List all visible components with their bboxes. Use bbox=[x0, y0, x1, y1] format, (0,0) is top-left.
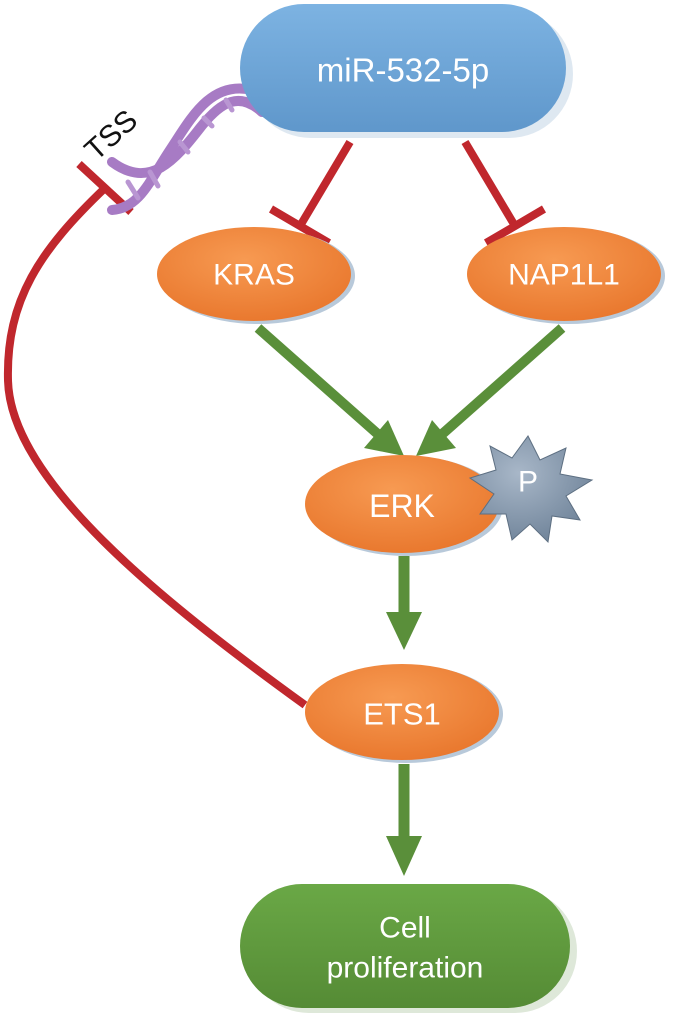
ets1-label: ETS1 bbox=[363, 697, 441, 732]
erk-label: ERK bbox=[369, 488, 435, 524]
activation-ets1-proliferation bbox=[386, 764, 422, 876]
nap1l1-node: NAP1L1 bbox=[467, 227, 665, 324]
cell-proliferation-label-line2: proliferation bbox=[327, 952, 484, 985]
kras-label: KRAS bbox=[213, 259, 295, 292]
cell-proliferation-node: Cell proliferation bbox=[240, 884, 577, 1013]
dna-helix-icon bbox=[107, 83, 267, 215]
activation-nap1l1-erk bbox=[416, 324, 566, 456]
mir-532-5p-node: miR-532-5p bbox=[240, 4, 573, 138]
activation-kras-erk bbox=[254, 324, 404, 456]
phosphorylation-label: P bbox=[518, 466, 538, 499]
kras-node: KRAS bbox=[157, 227, 355, 324]
mir-532-5p-label: miR-532-5p bbox=[317, 52, 489, 89]
erk-node: ERK bbox=[305, 455, 503, 556]
activation-erk-ets1 bbox=[386, 556, 422, 650]
inhibition-mir-kras bbox=[268, 139, 354, 247]
phosphorylation-starburst-icon: P bbox=[468, 435, 594, 544]
cell-proliferation-label-line1: Cell bbox=[379, 912, 431, 945]
inhibition-mir-nap1l1 bbox=[461, 139, 547, 247]
ets1-node: ETS1 bbox=[305, 664, 503, 763]
nap1l1-label: NAP1L1 bbox=[508, 259, 620, 292]
